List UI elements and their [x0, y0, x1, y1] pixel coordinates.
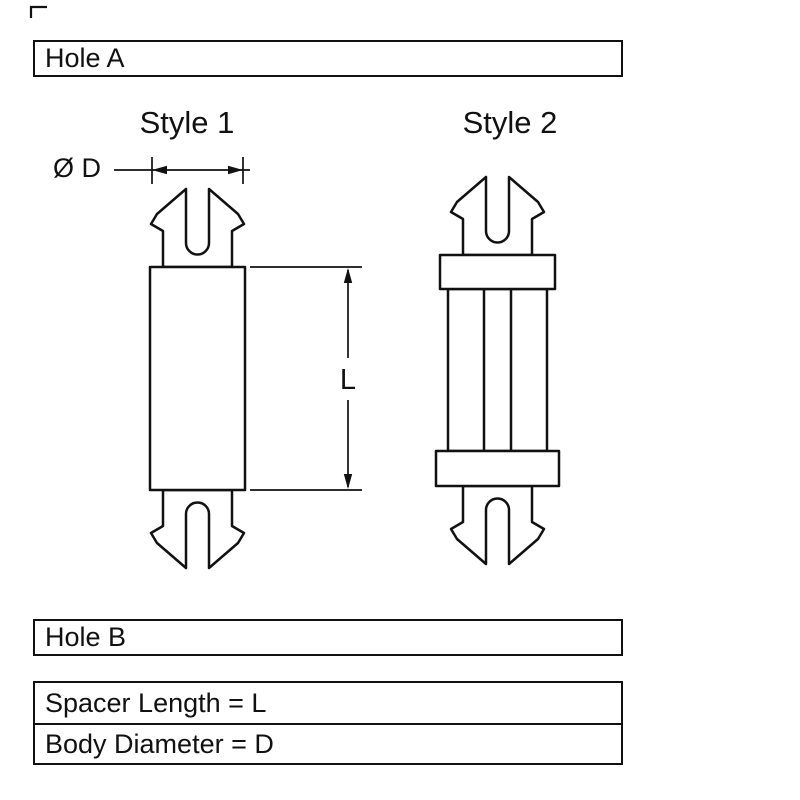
- legend-spacer-length-label: Spacer Length = L: [45, 687, 267, 718]
- legend-row-spacer-length: Spacer Length = L: [35, 683, 621, 723]
- hole-b-box: Hole B: [33, 619, 623, 656]
- length-arrowhead-bottom: [343, 474, 353, 489]
- style2-heading: Style 2: [462, 105, 558, 140]
- legend-body-diameter-label: Body Diameter = D: [45, 728, 274, 759]
- legend-box: Spacer Length = L Body Diameter = D: [33, 681, 623, 765]
- style2-bottom-latch: [449, 484, 546, 566]
- style1-bottom-latch: [149, 488, 246, 570]
- crop-mark: [29, 5, 47, 18]
- style1-heading: Style 1: [139, 105, 235, 140]
- style2-bottom-flange: [434, 449, 561, 488]
- style2-top-flange: [438, 253, 557, 291]
- length-dimension-label: L: [339, 364, 357, 396]
- style1-top-latch: [149, 187, 246, 269]
- hole-b-label: Hole B: [45, 622, 127, 652]
- diameter-dimension-label: Ø D: [53, 153, 102, 183]
- diameter-arrowhead-right: [228, 165, 243, 175]
- style2-body: [446, 287, 549, 453]
- hole-a-label: Hole A: [45, 43, 125, 73]
- diameter-arrowhead-left: [152, 165, 167, 175]
- length-arrowhead-top: [343, 268, 353, 283]
- legend-row-body-diameter: Body Diameter = D: [35, 723, 621, 763]
- hole-a-box: Hole A: [33, 40, 623, 77]
- style2-top-latch: [449, 175, 546, 257]
- style1-body: [148, 265, 247, 492]
